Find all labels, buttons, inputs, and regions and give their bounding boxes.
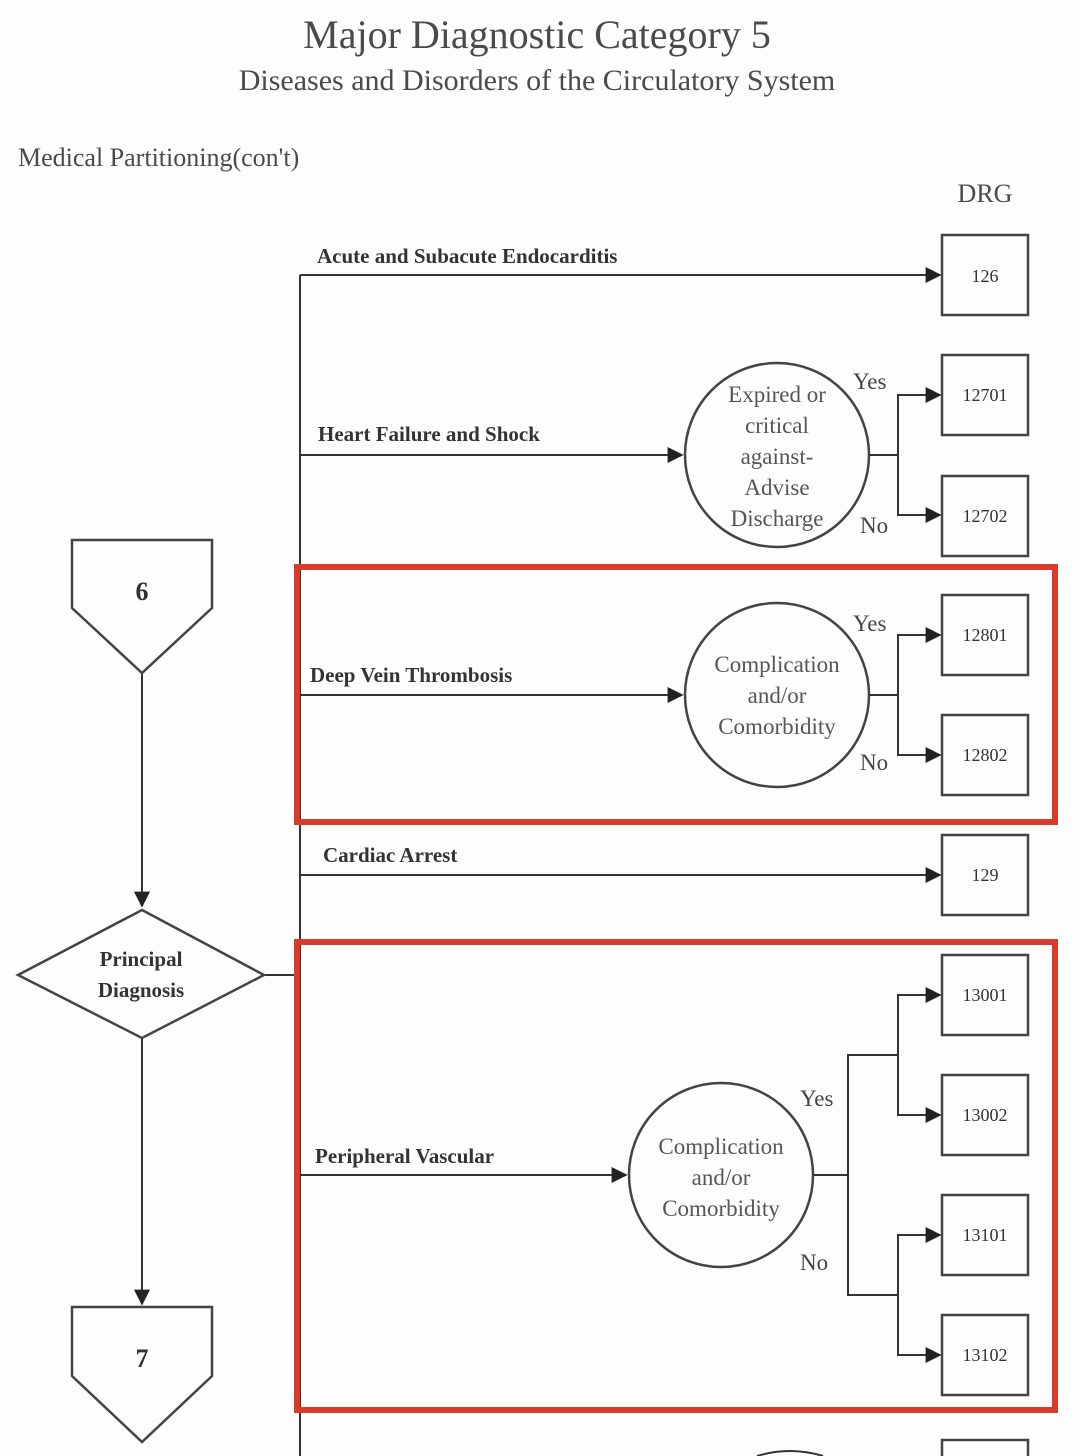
connector-6 bbox=[70, 538, 214, 675]
drg-box-126 bbox=[940, 233, 1030, 317]
drg-code-13101: 13101 bbox=[963, 1225, 1008, 1245]
drg-box-12802 bbox=[940, 713, 1030, 797]
hf-yes-arrow bbox=[869, 387, 942, 456]
drg-code-13001: 13001 bbox=[963, 985, 1008, 1005]
peripheral-cc-line-1: Complication bbox=[658, 1134, 784, 1159]
dvt-yes-arrow bbox=[869, 627, 942, 696]
dvt-cc-line-1: Complication bbox=[714, 652, 840, 677]
highlight-box-dvt bbox=[294, 564, 1058, 825]
pv-arrow-13002 bbox=[897, 1055, 942, 1123]
drg-column-label: DRG bbox=[958, 179, 1013, 208]
drg-box-13002 bbox=[940, 1073, 1030, 1157]
drg-box-cutoff bbox=[940, 1438, 1030, 1456]
dvt-cc-line-2: and/or bbox=[748, 683, 807, 708]
section-label: Medical Partitioning(con't) bbox=[18, 143, 299, 172]
page-title: Major Diagnostic Category 5 bbox=[303, 12, 771, 57]
drg-code-12702: 12702 bbox=[963, 506, 1008, 526]
drg-box-129 bbox=[940, 833, 1030, 917]
principal-diagnosis-diamond bbox=[15, 908, 267, 1040]
hf-no-label: No bbox=[860, 513, 888, 538]
drg-code-13102: 13102 bbox=[963, 1345, 1008, 1365]
dvt-cc-line-3: Comorbidity bbox=[718, 714, 836, 739]
pv-no-stem bbox=[847, 1175, 898, 1296]
pv-arrow-13102 bbox=[897, 1295, 942, 1363]
branch-endocarditis-label: Acute and Subacute Endocarditis bbox=[317, 244, 617, 268]
expired-node-line-2: critical bbox=[745, 413, 809, 438]
connector-7 bbox=[70, 1305, 214, 1444]
drg-box-12701 bbox=[940, 353, 1030, 437]
dvt-no-label: No bbox=[860, 750, 888, 775]
peripheral-cc-line-2: and/or bbox=[692, 1165, 751, 1190]
expired-node-line-3: against- bbox=[741, 444, 814, 469]
dvt-no-arrow bbox=[897, 695, 942, 763]
branch-heart-failure-label: Heart Failure and Shock bbox=[318, 422, 540, 446]
principal-diagnosis-label-2: Diagnosis bbox=[98, 978, 184, 1002]
branch-dvt-label: Deep Vein Thrombosis bbox=[310, 663, 512, 687]
drg-code-12701: 12701 bbox=[963, 385, 1008, 405]
drg-code-12801: 12801 bbox=[963, 625, 1008, 645]
drg-box-13101 bbox=[940, 1193, 1030, 1277]
drg-box-12801 bbox=[940, 593, 1030, 677]
principal-diagnosis-label-1: Principal bbox=[100, 947, 183, 971]
highlight-box-peripheral bbox=[294, 939, 1058, 1413]
hf-yes-label: Yes bbox=[853, 369, 887, 394]
pv-arrow-13101 bbox=[897, 1227, 942, 1295]
connector-6-label: 6 bbox=[136, 577, 149, 606]
node-cutoff bbox=[756, 1450, 824, 1456]
drg-code-126: 126 bbox=[972, 266, 999, 286]
drg-code-129: 129 bbox=[972, 865, 999, 885]
expired-node-line-1: Expired or bbox=[728, 382, 826, 407]
pv-yes-stem bbox=[813, 1054, 898, 1176]
pv-yes-label: Yes bbox=[800, 1086, 834, 1111]
drg-box-13102 bbox=[940, 1313, 1030, 1397]
drg-code-12802: 12802 bbox=[963, 745, 1008, 765]
pv-no-label: No bbox=[800, 1250, 828, 1275]
connector-7-label: 7 bbox=[136, 1344, 149, 1373]
drg-code-13002: 13002 bbox=[963, 1105, 1008, 1125]
drg-box-13001 bbox=[940, 953, 1030, 1037]
dvt-yes-label: Yes bbox=[853, 611, 887, 636]
expired-node-line-5: Discharge bbox=[731, 506, 824, 531]
pv-arrow-13001 bbox=[897, 987, 942, 1055]
branch-cardiac-arrest-label: Cardiac Arrest bbox=[323, 843, 457, 867]
branch-peripheral-label: Peripheral Vascular bbox=[315, 1144, 494, 1168]
page-subtitle: Diseases and Disorders of the Circulator… bbox=[239, 64, 836, 97]
peripheral-cc-line-3: Comorbidity bbox=[662, 1196, 780, 1221]
hf-no-arrow bbox=[897, 455, 942, 523]
drg-box-12702 bbox=[940, 474, 1030, 558]
expired-node-line-4: Advise bbox=[744, 475, 809, 500]
